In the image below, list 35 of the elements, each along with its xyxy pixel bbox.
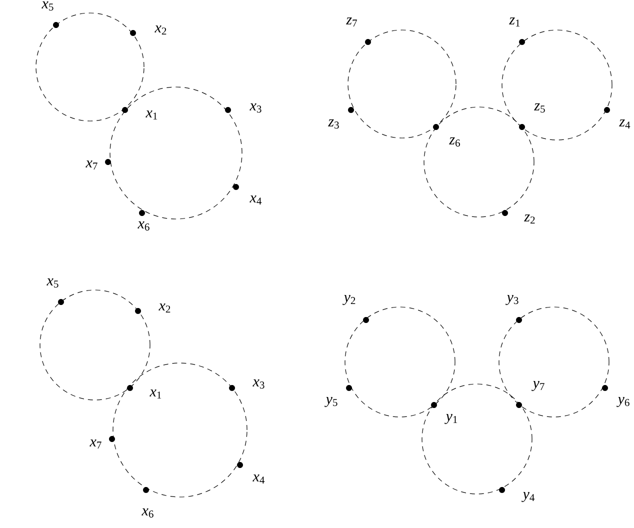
vertex-label: y$_{3}$ xyxy=(506,294,518,306)
vertex-label: x$_{5}$ xyxy=(42,1,54,11)
vertex-label: z$_{1}$ xyxy=(509,17,520,27)
vertex-label: x$_{5}$ xyxy=(46,278,58,288)
vertex-label: x$_{4}$ xyxy=(250,195,262,205)
dashed-circle xyxy=(40,290,150,400)
vertex-label: x$_{7}$ xyxy=(86,160,98,170)
vertex-label: z$_{7}$ xyxy=(346,17,357,27)
vertex-label: z$_{5}$ xyxy=(534,103,545,113)
vertex-label: x$_{7}$ xyxy=(90,439,102,449)
vertex-label: z$_{3}$ xyxy=(328,119,339,129)
vertex-label: y$_{5}$ xyxy=(324,396,338,408)
vertex-label: z$_{6}$ xyxy=(449,137,460,147)
vertex-label: z$_{4}$ xyxy=(619,119,630,129)
vertex-label: x$_{4}$ xyxy=(252,474,265,484)
vertex-label: x$_{6}$ xyxy=(138,221,150,231)
vertex-label: y$_{4}$ xyxy=(522,492,535,502)
dashed-circle xyxy=(112,362,248,498)
vertex-label: x$_{1}$ xyxy=(150,389,162,399)
dashed-circle xyxy=(348,30,456,138)
vertex-label: z$_{2}$ xyxy=(524,214,535,224)
vertex-label: x$_{1}$ xyxy=(146,110,158,120)
dashed-circle xyxy=(498,306,610,418)
vertex-label: y$_{6}$ xyxy=(616,396,630,408)
vertex-label: x$_{6}$ xyxy=(142,508,154,518)
dashed-circle xyxy=(110,86,242,220)
vertex-label: x$_{3}$ xyxy=(252,379,264,389)
vertex-label: x$_{2}$ xyxy=(154,25,166,35)
vertex-label: x$_{3}$ xyxy=(250,103,262,113)
dashed-circle xyxy=(502,30,612,140)
vertex-label: y$_{1}$ xyxy=(444,414,458,424)
vertex-label: x$_{2}$ xyxy=(158,303,170,313)
vertex-label: y$_{2}$ xyxy=(342,294,356,306)
vertex-label: y$_{7}$ xyxy=(532,380,544,392)
dashed-circle xyxy=(36,12,144,122)
